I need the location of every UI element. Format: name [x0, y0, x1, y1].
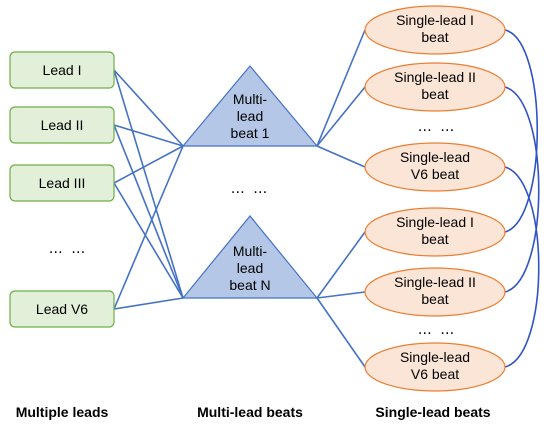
- multi-ellipsis: … …: [231, 181, 269, 197]
- single-label-line: V6 beat: [411, 166, 459, 182]
- lead-box-2: Lead II: [9, 106, 115, 144]
- single-label-line: Single-lead: [400, 349, 470, 365]
- beat-label-line: Multi-: [233, 91, 268, 107]
- single-label-line: beat: [421, 86, 448, 102]
- multi-lead-beat-1: Multi- lead beat 1: [181, 65, 319, 147]
- single-lead-beat-5: Single-lead II beat: [364, 267, 506, 317]
- lead-label: Lead III: [39, 175, 86, 191]
- lead-label: Lead V6: [36, 301, 88, 317]
- single-lead-beat-1: Single-lead I beat: [364, 5, 506, 55]
- lead-box-3: Lead III: [9, 164, 115, 202]
- single-lead-beat-3: Single-lead V6 beat: [364, 142, 506, 192]
- single-label-line: Single-lead I: [396, 214, 474, 230]
- multi-lead-beat-n: Multi- lead beat N: [181, 215, 319, 299]
- lead-label: Lead II: [41, 117, 84, 133]
- caption-single-lead-beats: Single-lead beats: [375, 404, 490, 420]
- leads-ellipsis: … …: [49, 241, 87, 257]
- single-ellipsis: … …: [418, 119, 456, 135]
- caption-multiple-leads: Multiple leads: [16, 404, 109, 420]
- single-label-line: Single-lead I: [396, 12, 474, 28]
- single-label-line: Single-lead II: [394, 274, 476, 290]
- single-label-line: beat: [421, 231, 448, 247]
- single-lead-beat-2: Single-lead II beat: [364, 62, 506, 112]
- single-lead-beat-4: Single-lead I beat: [364, 207, 506, 257]
- single-label-line: beat: [421, 291, 448, 307]
- lead-to-beat-connectors: [113, 69, 184, 310]
- beat-label-line: Multi-: [233, 243, 268, 259]
- caption-multi-lead-beats: Multi-lead beats: [197, 404, 303, 420]
- single-label-line: V6 beat: [411, 366, 459, 382]
- lead-box-4: Lead V6: [9, 290, 115, 328]
- beat-to-single-connectors: [316, 29, 366, 368]
- single-label-line: beat: [421, 29, 448, 45]
- beat-label-line: beat N: [229, 277, 270, 293]
- single-beat-arcs: [504, 29, 540, 368]
- lead-box-1: Lead I: [9, 51, 115, 89]
- lead-label: Lead I: [43, 62, 82, 78]
- single-label-line: Single-lead II: [394, 69, 476, 85]
- beat-label-line: beat 1: [231, 125, 270, 141]
- single-ellipsis: … …: [418, 322, 456, 338]
- beat-label-line: lead: [237, 260, 263, 276]
- single-lead-beat-6: Single-lead V6 beat: [364, 342, 506, 392]
- beat-label-line: lead: [237, 108, 263, 124]
- single-label-line: Single-lead: [400, 149, 470, 165]
